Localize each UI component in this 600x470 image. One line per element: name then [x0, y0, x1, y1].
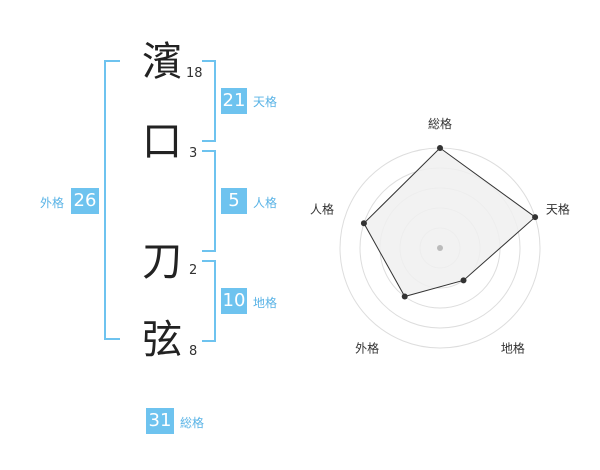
soukaku-label: 総格 [180, 416, 205, 430]
gaikaku-label: 外格 [40, 196, 65, 210]
radar-axis-label: 地格 [501, 340, 525, 355]
soukaku-badge: 31 [146, 408, 174, 434]
stroke-count-1: 18 [186, 66, 203, 81]
name-char-2: 口 [142, 119, 182, 165]
chikaku-badge: 10 [221, 288, 247, 314]
tenkaku-label: 天格 [253, 95, 278, 109]
radar-axis-label: 外格 [355, 340, 379, 355]
tenkaku-bracket [202, 60, 216, 142]
gaikaku-bracket [104, 60, 120, 340]
stroke-count-4: 8 [189, 344, 198, 359]
tenkaku-badge: 21 [221, 88, 247, 114]
name-char-4: 弦 [142, 317, 182, 363]
jinkaku-badge: 5 [221, 188, 247, 214]
gaikaku-badge: 26 [71, 188, 99, 214]
name-char-3: 刀 [142, 239, 182, 285]
radar-point [437, 145, 443, 151]
radar-series-area [363, 147, 536, 298]
name-char-1: 濱 [142, 39, 182, 85]
stroke-count-2: 3 [189, 146, 198, 161]
radar-point [460, 277, 467, 284]
radar-point [401, 293, 408, 300]
chikaku-label: 地格 [253, 296, 278, 310]
radar-axis-label: 総格 [428, 116, 452, 131]
radar-point [360, 220, 367, 227]
jinkaku-bracket [202, 150, 216, 252]
radar-center-dot [437, 245, 443, 251]
radar-point [532, 214, 539, 221]
stroke-count-3: 2 [189, 263, 198, 278]
radar-axis-label: 人格 [310, 202, 334, 217]
jinkaku-label: 人格 [253, 196, 278, 210]
chikaku-bracket [202, 260, 216, 342]
radar-axis-label: 天格 [546, 202, 570, 217]
